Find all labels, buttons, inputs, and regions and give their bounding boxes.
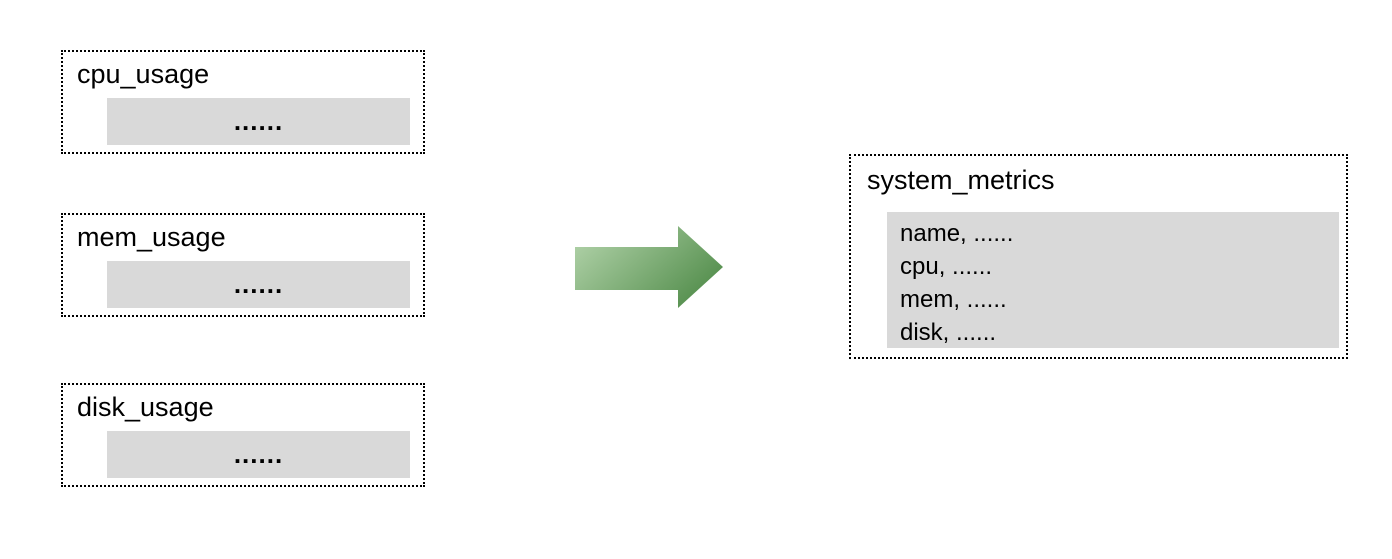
table-body-panel: name, ...... cpu, ...... mem, ...... dis… [887, 212, 1339, 348]
source-table-cpu-usage: cpu_usage ...... [61, 50, 425, 154]
arrow-right-svg [575, 226, 723, 308]
table-title: cpu_usage [77, 59, 210, 89]
ellipsis-text: ...... [233, 269, 284, 299]
table-row: disk, ...... [900, 319, 997, 346]
table-title: system_metrics [867, 165, 1055, 195]
table-title: disk_usage [77, 392, 214, 422]
ellipsis-text: ...... [233, 439, 284, 469]
arrow-right-icon [575, 226, 723, 309]
table-row: name, ...... [900, 220, 1014, 247]
table-body-panel: ...... [107, 98, 410, 145]
table-body-panel: ...... [107, 261, 410, 308]
table-row: mem, ...... [900, 286, 1007, 313]
table-title: mem_usage [77, 222, 226, 252]
table-body-panel: ...... [107, 431, 410, 478]
source-table-disk-usage: disk_usage ...... [61, 383, 425, 487]
result-table-system-metrics: system_metrics name, ...... cpu, ...... … [849, 154, 1348, 359]
source-table-mem-usage: mem_usage ...... [61, 213, 425, 317]
ellipsis-text: ...... [233, 106, 284, 136]
table-row: cpu, ...... [900, 253, 993, 280]
